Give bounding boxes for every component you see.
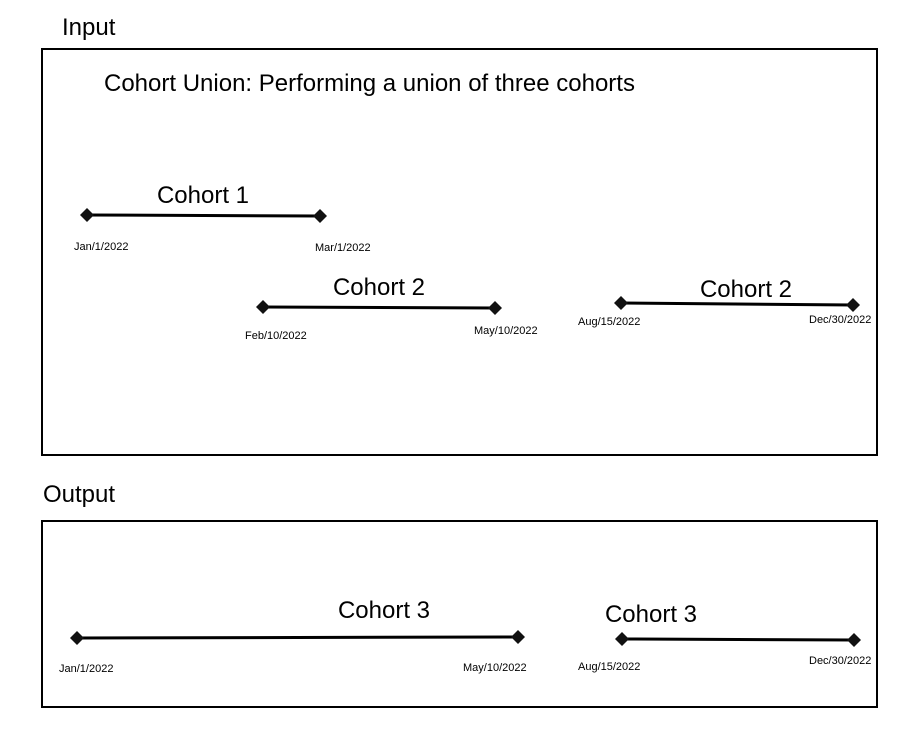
end-date-label: Dec/30/2022 <box>809 314 871 326</box>
end-date-label: May/10/2022 <box>463 662 527 674</box>
segment-line <box>86 213 321 218</box>
segment-label: Cohort 2 <box>333 274 425 301</box>
start-date-label: Aug/15/2022 <box>578 661 640 673</box>
start-date-label: Jan/1/2022 <box>74 241 128 253</box>
input-section-label: Input <box>62 14 116 41</box>
start-marker-diamond <box>614 296 628 310</box>
start-marker-diamond <box>256 300 270 314</box>
segment-line <box>262 305 496 310</box>
start-date-label: Aug/15/2022 <box>578 316 640 328</box>
output-segment-cohort-3a: Cohort 3 Jan/1/2022 May/10/2022 <box>59 597 527 675</box>
end-marker-diamond <box>488 301 502 315</box>
input-segment-cohort-1: Cohort 1 Jan/1/2022 Mar/1/2022 <box>74 182 371 254</box>
output-section-label: Output <box>43 481 116 508</box>
input-segment-cohort-2a: Cohort 2 Feb/10/2022 May/10/2022 <box>245 274 538 342</box>
segment-line <box>621 637 855 642</box>
output-segment-cohort-3b: Cohort 3 Aug/15/2022 Dec/30/2022 <box>578 601 871 673</box>
end-marker-diamond <box>511 630 525 644</box>
segment-line <box>620 301 854 307</box>
end-date-label: May/10/2022 <box>474 325 538 337</box>
start-marker-diamond <box>80 208 94 222</box>
segment-line <box>76 635 519 640</box>
segment-label: Cohort 3 <box>605 601 697 628</box>
end-date-label: Mar/1/2022 <box>315 242 371 254</box>
end-date-label: Dec/30/2022 <box>809 655 871 667</box>
start-date-label: Jan/1/2022 <box>59 663 113 675</box>
start-date-label: Feb/10/2022 <box>245 330 307 342</box>
end-marker-diamond <box>847 633 861 647</box>
input-segment-cohort-2b: Cohort 2 Aug/15/2022 Dec/30/2022 <box>578 276 871 328</box>
output-panel <box>41 520 878 708</box>
diagram-title: Cohort Union: Performing a union of thre… <box>104 70 635 97</box>
start-marker-diamond <box>70 631 84 645</box>
input-panel <box>41 48 878 456</box>
end-marker-diamond <box>846 298 860 312</box>
start-marker-diamond <box>615 632 629 646</box>
segment-label: Cohort 1 <box>157 182 249 209</box>
segment-label: Cohort 2 <box>700 276 792 303</box>
segment-label: Cohort 3 <box>338 597 430 624</box>
end-marker-diamond <box>313 209 327 223</box>
